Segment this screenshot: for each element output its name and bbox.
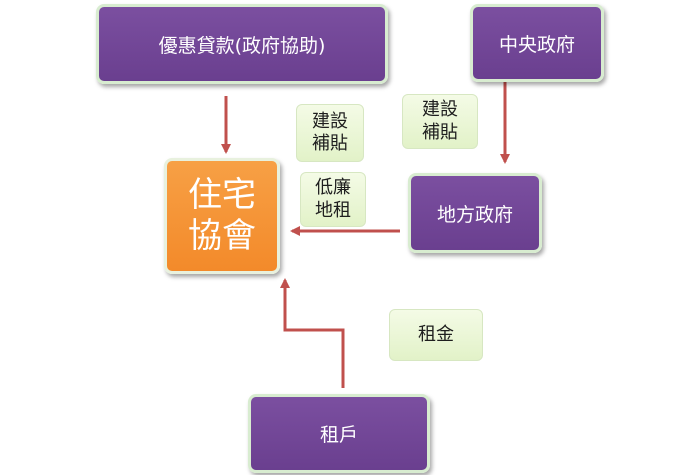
construction-subsidy-label-right: 建設 補貼 [402, 94, 478, 149]
tenant-node: 租戶 [248, 394, 430, 473]
low-rent-land-text: 低廉 地租 [315, 177, 351, 221]
construction-subsidy-label-left: 建設 補貼 [296, 104, 364, 162]
rent-label: 租金 [389, 309, 483, 361]
preferential-loan-label: 優惠貸款(政府協助) [158, 34, 326, 57]
local-government-node: 地方政府 [408, 173, 542, 253]
low-rent-land-label: 低廉 地租 [300, 172, 366, 227]
central-government-node: 中央政府 [470, 4, 604, 82]
arrow-tenant-to-association [280, 278, 345, 388]
housing-association-node: 住宅 協會 [164, 158, 280, 274]
tenant-label: 租戶 [319, 424, 358, 446]
local-government-label: 地方政府 [436, 203, 513, 226]
rent-text: 租金 [418, 323, 454, 345]
preferential-loan-node: 優惠貸款(政府協助) [96, 4, 388, 84]
construction-subsidy-text-left: 建設 補貼 [312, 110, 348, 155]
construction-subsidy-text-right: 建設 補貼 [422, 99, 458, 143]
housing-association-label: 住宅 協會 [188, 175, 256, 256]
central-government-label: 中央政府 [498, 33, 575, 56]
